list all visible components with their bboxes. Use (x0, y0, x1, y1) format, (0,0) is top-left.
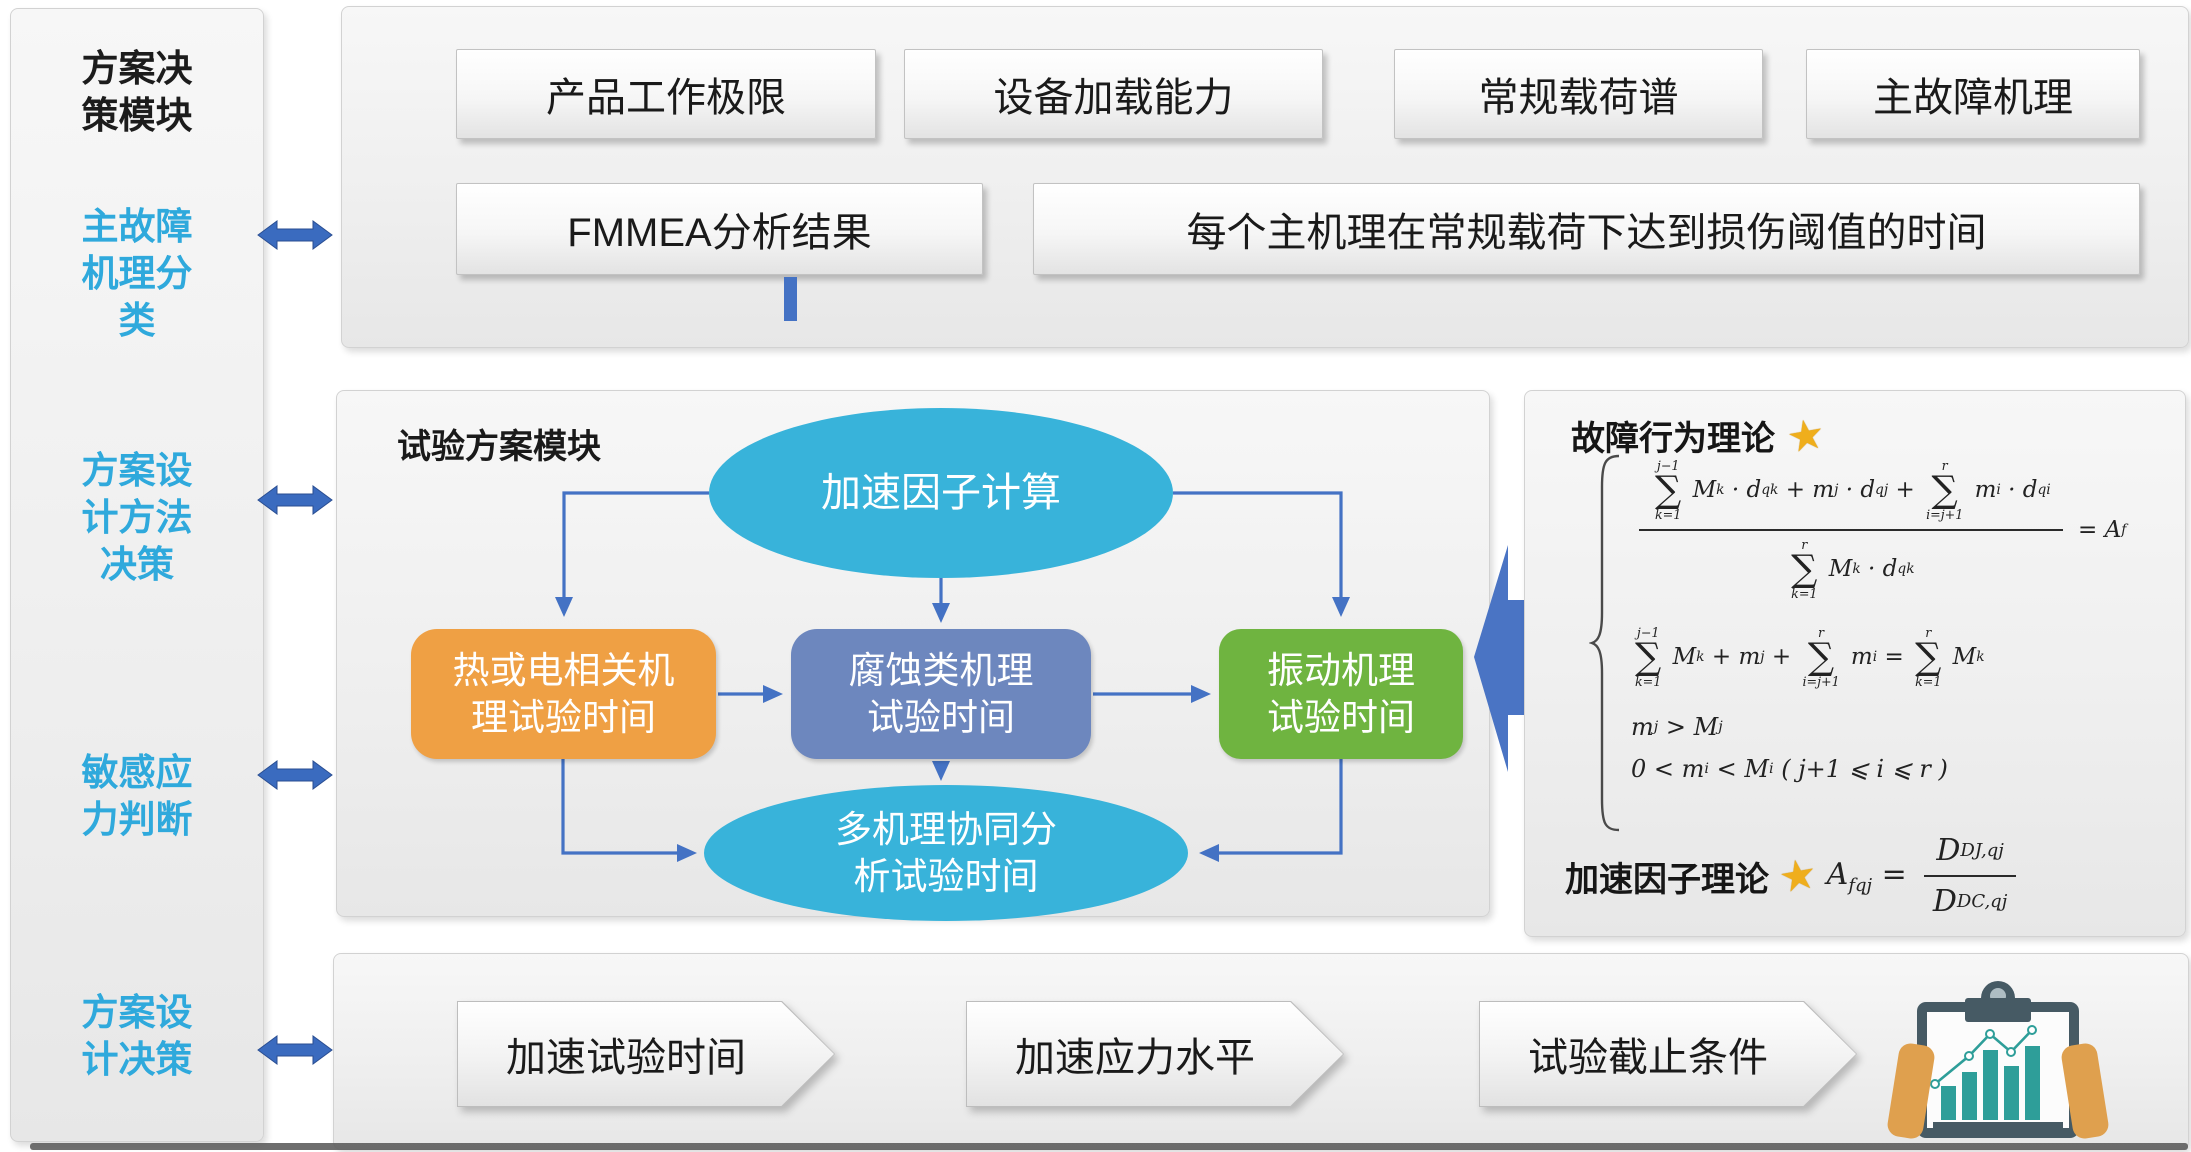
brace-glyph (1589, 454, 1620, 832)
arrow-calc-to-thermal (555, 491, 709, 617)
double-arrow-icon (257, 1035, 333, 1065)
input-box-equipment-loading-capacity: 设备加载能力 (904, 49, 1323, 139)
arrow-thermal-to-multi (561, 759, 697, 862)
node-multi-mechanism-test-time: 多机理协同分 析试验时间 (704, 785, 1188, 921)
sidebar-item-design-method-decision: 方案设 计方法 决策 (81, 450, 193, 585)
double-arrow-icon (257, 760, 333, 790)
decision-inputs-panel: 产品工作极限 设备加载能力 常规载荷谱 主故障机理 FMMEA分析结果 每个主机… (341, 6, 2189, 348)
clipboard-chart-icon (1887, 981, 2109, 1139)
fmmea-connector-bar (784, 277, 797, 321)
sidebar-title: 方案决 策模块 (81, 48, 193, 136)
sidebar-item-design-decision: 方案设 计决策 (81, 992, 193, 1080)
output-chevron-accelerated-test-time: 加速试验时间 (457, 1001, 835, 1107)
test-plan-module-panel: 试验方案模块 加速因子计算 热或电相关机 理试验时间 腐蚀类机理 试验时间 (336, 390, 1490, 921)
input-box-main-failure-mechanism: 主故障机理 (1806, 49, 2140, 139)
double-arrow-icon (257, 485, 333, 515)
output-chevron-test-cutoff-condition: 试验截止条件 (1479, 1001, 1857, 1107)
input-box-damage-threshold-time: 每个主机理在常规载荷下达到损伤阈值的时间 (1033, 183, 2140, 275)
acceleration-factor-theory-title: 加速因子理论 (1565, 860, 1769, 899)
design-outputs-panel: 加速试验时间 加速应力水平 试验截止条件 (333, 953, 2189, 1150)
input-box-product-working-limit: 产品工作极限 (456, 49, 876, 139)
arrow-calc-to-vibration (1173, 491, 1350, 617)
arrow-vibration-to-multi (1199, 759, 1343, 862)
input-box-fmmea-result: FMMEA分析结果 (456, 183, 983, 275)
sidebar-item-sensitive-stress: 敏感应 力判断 (81, 752, 193, 840)
double-arrow-icon (257, 220, 333, 250)
node-acceleration-factor-calc: 加速因子计算 (709, 408, 1173, 578)
star-icon: ★ (1783, 408, 1829, 462)
input-box-normal-load-spectrum: 常规载荷谱 (1394, 49, 1763, 139)
output-chevron-accelerated-stress-level: 加速应力水平 (966, 1001, 1344, 1107)
node-corrosion-test-time: 腐蚀类机理 试验时间 (791, 629, 1091, 759)
sidebar-item-main-failure-mechanism: 主故障 机理分 类 (81, 206, 193, 341)
node-vibration-test-time: 振动机理 试验时间 (1219, 629, 1463, 759)
test-plan-module-title: 试验方案模块 (397, 428, 601, 466)
sidebar-panel: 方案决 策模块 主故障 机理分 类 方案设 计方法 决策 敏感应 力判断 方案设… (10, 8, 264, 1142)
star-icon: ★ (1775, 849, 1821, 902)
failure-behavior-theory-title: 故障行为理论 (1571, 420, 1775, 458)
figure-bottom-edge (30, 1143, 2188, 1150)
node-thermal-electrical-test-time: 热或电相关机 理试验时间 (411, 629, 716, 759)
